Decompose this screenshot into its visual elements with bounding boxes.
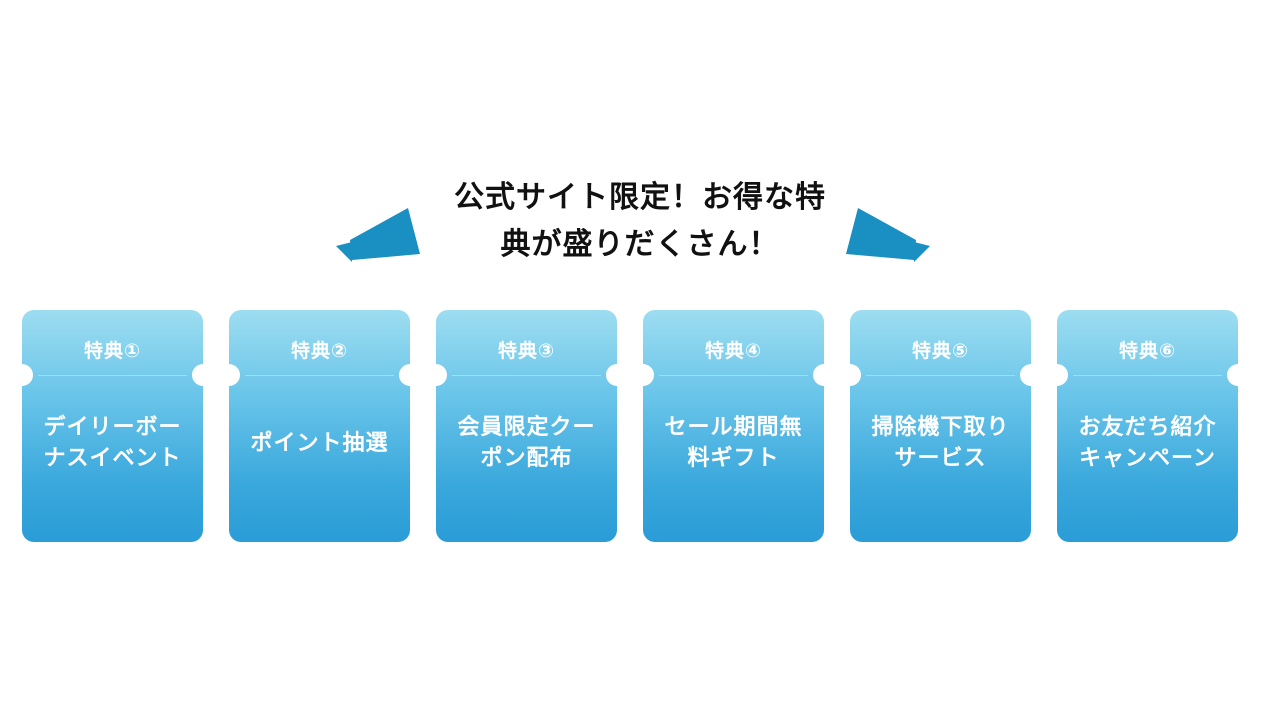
ticket-title-line-2: 料ギフト	[687, 446, 780, 471]
ticket-tag: 特典④	[704, 340, 763, 362]
ticket-notch	[850, 364, 861, 386]
ticket-title-line-1: ポイント抽選	[250, 430, 389, 456]
ticket-title: ポイント抽選	[239, 388, 400, 498]
ticket-title: デイリーボー ナスイベント	[32, 388, 193, 498]
ticket-divider	[1073, 375, 1222, 376]
ticket-notch	[436, 364, 447, 386]
ticket-notch	[1227, 364, 1238, 386]
ticket-notch	[229, 364, 240, 386]
ticket-tag: 特典①	[83, 340, 142, 362]
ticket-title-line-1: お友だち紹介	[1078, 415, 1217, 440]
ticket-title: セール期間無 料ギフト	[653, 388, 814, 498]
ticket-divider	[452, 375, 601, 376]
ticket-notch	[399, 364, 410, 386]
benefit-ticket-4: 特典④ セール期間無 料ギフト	[643, 310, 824, 542]
ticket-title-line-1: セール期間無	[664, 415, 803, 440]
benefit-ticket-2: 特典② ポイント抽選	[229, 310, 410, 542]
ticket-notch	[643, 364, 654, 386]
page-title: 公式サイト限定！お得な特 典が盛りだくさん！	[420, 174, 860, 268]
ticket-notch	[1020, 364, 1031, 386]
ticket-title-line-1: 会員限定クー	[457, 415, 596, 440]
ticket-tag: 特典⑥	[1118, 340, 1177, 362]
benefit-ticket-list: 特典① デイリーボー ナスイベント 特典② ポイント抽選 特	[22, 310, 1238, 542]
ticket-divider	[866, 375, 1015, 376]
ticket-tag: 特典⑤	[911, 340, 970, 362]
ticket-title-line-2: キャンペーン	[1079, 446, 1216, 471]
benefit-ticket-3: 特典③ 会員限定クー ポン配布	[436, 310, 617, 542]
ticket-title: 掃除機下取り サービス	[860, 388, 1021, 498]
ticket-notch	[1057, 364, 1068, 386]
benefit-ticket-5: 特典⑤ 掃除機下取り サービス	[850, 310, 1031, 542]
headline-line-2: 典が盛りだくさん！	[500, 227, 780, 262]
ticket-notch	[192, 364, 203, 386]
ticket-title-line-1: デイリーボー	[43, 415, 182, 440]
ticket-title: お友だち紹介 キャンペーン	[1067, 388, 1228, 498]
headline-line-1: 公式サイト限定！お得な特	[454, 180, 826, 215]
ticket-title-line-1: 掃除機下取り	[871, 415, 1010, 440]
ticket-tag: 特典③	[497, 340, 556, 362]
ticket-notch	[606, 364, 617, 386]
ticket-divider	[659, 375, 808, 376]
benefit-ticket-6: 特典⑥ お友だち紹介 キャンペーン	[1057, 310, 1238, 542]
ticket-title-line-2: サービス	[894, 446, 987, 471]
ticket-title-line-2: ポン配布	[480, 446, 573, 471]
ticket-notch	[22, 364, 33, 386]
ticket-divider	[38, 375, 187, 376]
ticket-title-line-2: ナスイベント	[43, 446, 182, 471]
megaphone-left-icon	[336, 208, 420, 262]
megaphone-right-icon	[846, 208, 930, 262]
ticket-divider	[245, 375, 394, 376]
ticket-tag: 特典②	[290, 340, 349, 362]
ticket-notch	[813, 364, 824, 386]
ticket-title: 会員限定クー ポン配布	[446, 388, 607, 498]
benefit-ticket-1: 特典① デイリーボー ナスイベント	[22, 310, 203, 542]
